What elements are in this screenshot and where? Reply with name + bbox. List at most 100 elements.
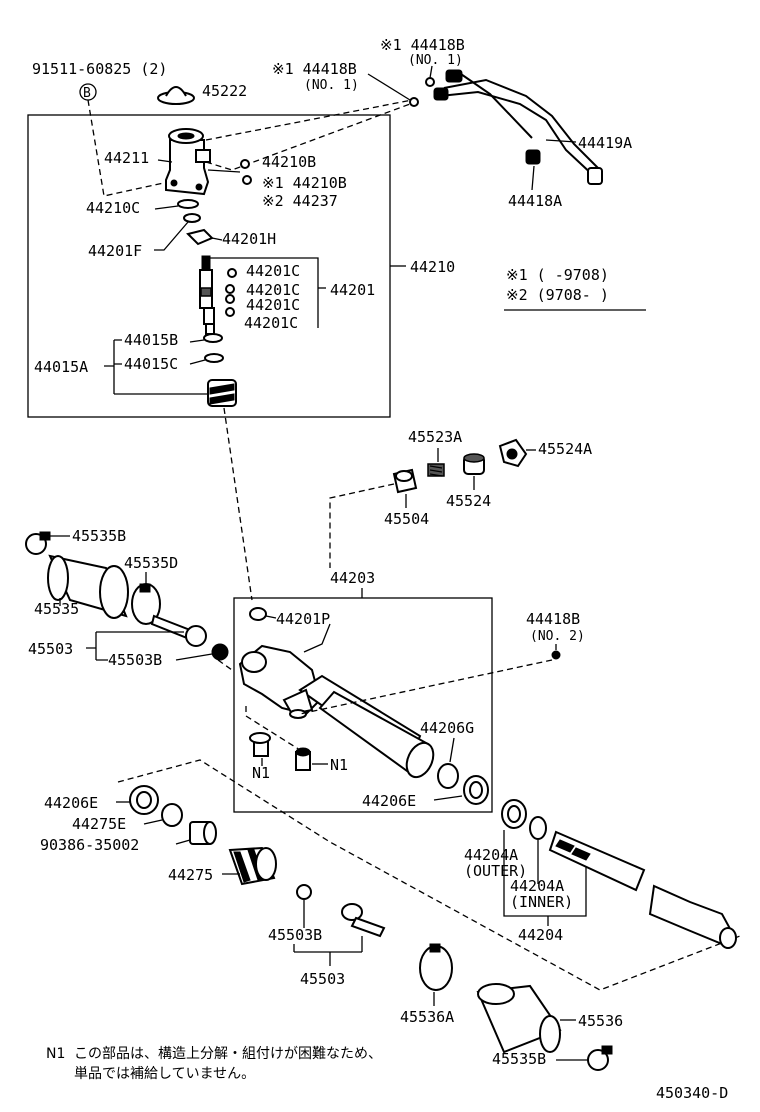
seal-44418b-top-icon (425, 77, 435, 87)
part-45222-cap-icon (157, 86, 195, 105)
label-44201c-2: 44201C (246, 281, 300, 299)
label-91511: 91511-60825 (2) (32, 60, 167, 78)
ring-44201c-1-icon (227, 268, 237, 278)
label-45503-bottom: 45503 (300, 970, 345, 988)
bolt-leader (87, 99, 169, 197)
clamp-45535d-icon (131, 583, 161, 625)
steering-rack-44204-icon (548, 830, 737, 949)
rack-housing-44203-icon (238, 644, 435, 779)
ring-44201c-2-icon (225, 284, 235, 294)
label-outer: (OUTER) (464, 862, 527, 880)
label-45535d: 45535D (124, 554, 178, 572)
label-44201c-4: 44201C (244, 314, 298, 332)
label-44206g: 44206G (420, 719, 474, 737)
clamp-45536a-icon (419, 943, 453, 991)
sleeve-n1-right-icon (295, 747, 311, 771)
b-mark-text: B (83, 86, 91, 101)
label-44206e-left: 44206E (44, 794, 98, 812)
label-45524a: 45524A (538, 440, 592, 458)
label-44418b-no2: 44418B (526, 610, 580, 628)
oring-44210b-a-icon (240, 159, 250, 169)
seal-44201p-icon (249, 607, 267, 621)
ring-44201c-4-icon (225, 307, 235, 317)
seal-44418b-mid-icon (409, 97, 419, 107)
label-90386: 90386-35002 (40, 836, 139, 854)
label-44210b-1: 44210B (262, 153, 316, 171)
label-44204a-inner: 44204A (510, 877, 564, 895)
label-44203: 44203 (330, 569, 375, 587)
label-44418a: 44418A (508, 192, 562, 210)
label-44418b-mid: ※1 44418B (272, 60, 357, 78)
valve-body-44211-icon (165, 128, 211, 196)
nut-45503b-bottom-icon (296, 884, 312, 900)
seal-44418b-no2-icon (551, 650, 561, 660)
seal-44201f-icon (183, 213, 201, 223)
bushing-44206e-right-icon (463, 775, 489, 805)
label-44418b-no2-no: (NO. 2) (530, 629, 585, 644)
boot-45536-icon (476, 983, 562, 1054)
label-45503b-bottom: 45503B (268, 926, 322, 944)
label-45535: 45535 (34, 600, 79, 618)
legend-line-1: ※1 ( -9708) (506, 266, 609, 284)
tie-rod-45503-bottom-icon (341, 903, 386, 938)
label-45535b-bottom: 45535B (492, 1050, 546, 1068)
ring-44201c-3-icon (225, 294, 235, 304)
label-44211: 44211 (104, 149, 149, 167)
spring-45523a-icon (427, 463, 445, 477)
plate-45524a-icon (498, 438, 528, 468)
label-44418b-top-no: (NO. 1) (408, 53, 463, 68)
label-44201: 44201 (330, 281, 375, 299)
label-44201f: 44201F (88, 242, 142, 260)
label-45536: 45536 (578, 1012, 623, 1030)
seal-44201h-icon (186, 228, 214, 246)
valve-seal-assembly-icon (207, 379, 237, 407)
note-line-2: 単品では補給していません。 (74, 1066, 255, 1082)
clamp-45535b-bottom-icon (587, 1045, 613, 1071)
label-45535b-top: 45535B (72, 527, 126, 545)
label-inner: (INNER) (510, 893, 573, 911)
label-45523a: 45523A (408, 428, 462, 446)
label-44210: 44210 (410, 258, 455, 276)
label-45524: 45524 (446, 492, 491, 510)
bushing-44206g-icon (437, 763, 459, 789)
cap-45524-icon (463, 453, 485, 475)
label-44201h: 44201H (222, 230, 276, 248)
label-44201c-3: 44201C (246, 296, 300, 314)
bearing-44204a-outer-icon (501, 799, 527, 829)
oring-44210b-b-icon (242, 175, 252, 185)
rack-housing-box (233, 597, 493, 813)
label-45222: 45222 (202, 82, 247, 100)
label-45536a: 45536A (400, 1008, 454, 1026)
oring-44210c-icon (177, 199, 199, 209)
label-44275e: 44275E (72, 815, 126, 833)
figure-code: 450340-D (656, 1084, 728, 1102)
label-44418b-top: ※1 44418B (380, 36, 465, 54)
label-44201p: 44201P (276, 610, 330, 628)
pressure-tube-44419a-icon (433, 69, 603, 185)
label-44210c: 44210C (86, 199, 140, 217)
label-44015a: 44015A (34, 358, 88, 376)
cylinder-end-stopper-44275-icon (228, 846, 277, 886)
clamp-45535b-top-icon (25, 531, 51, 555)
label-45504: 45504 (384, 510, 429, 528)
control-valve-shaft-44201-icon (199, 255, 215, 335)
label-44015c: 44015C (124, 355, 178, 373)
label-45503b-left: 45503B (108, 651, 162, 669)
label-44275: 44275 (168, 866, 213, 884)
label-44418b-mid-no: (NO. 1) (304, 78, 359, 93)
bushing-44206e-left-icon (129, 785, 159, 815)
bushing-90386-icon (189, 821, 217, 845)
label-44419a: 44419A (578, 134, 632, 152)
label-44204: 44204 (518, 926, 563, 944)
note-line-1: この部品は、構造上分解・組付けが困難なため、 (74, 1046, 382, 1062)
oring-44275e-icon (161, 803, 183, 827)
label-n1-right: N1 (330, 756, 348, 774)
boot-45535-icon (47, 554, 129, 619)
rack-guide-45504-icon (392, 468, 418, 494)
ring-44015c-icon (204, 353, 224, 363)
label-44015b: 44015B (124, 331, 178, 349)
sleeve-n1-left-icon (249, 732, 271, 757)
note-prefix: N1 (46, 1046, 65, 1062)
tie-rod-45503-left-icon (150, 614, 229, 661)
